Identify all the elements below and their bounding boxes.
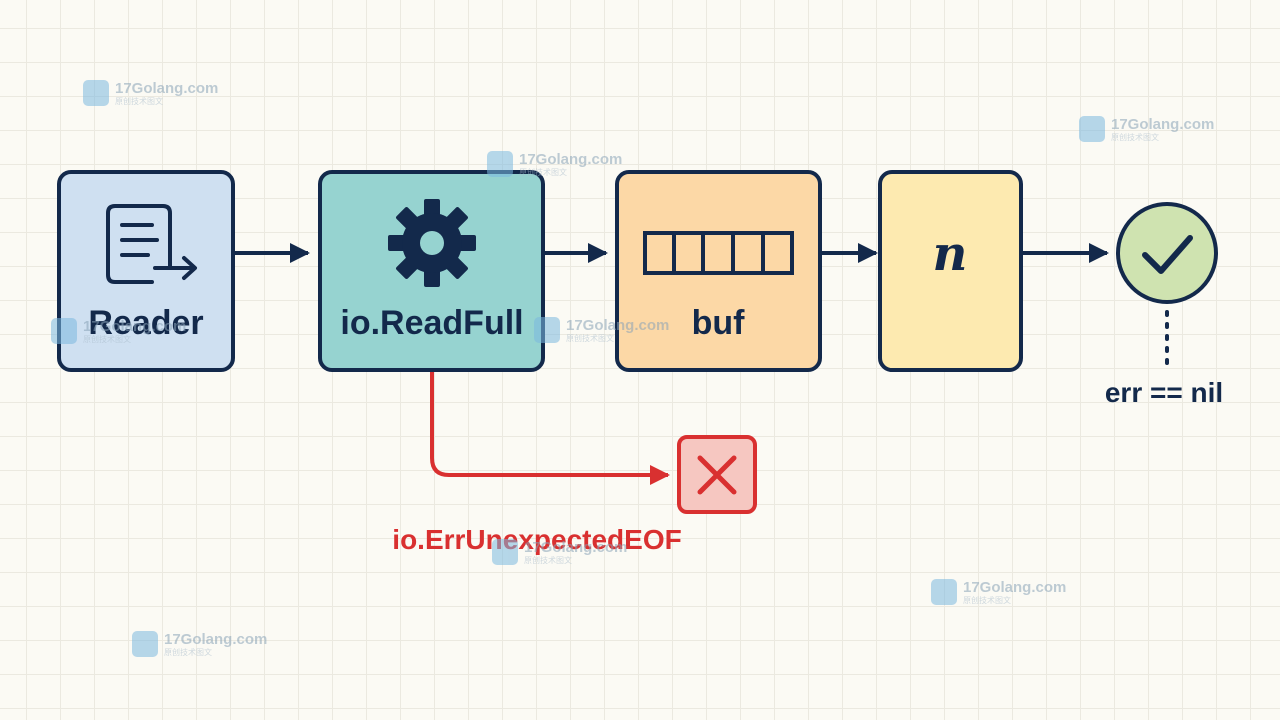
node-buf-label: buf	[692, 304, 746, 342]
cross-icon	[697, 455, 737, 495]
buffer-cells-icon	[643, 231, 794, 275]
edge-readfull-to-error	[430, 372, 670, 485]
node-n: n	[878, 170, 1023, 372]
node-n-box	[878, 170, 1023, 372]
node-buf: buf	[615, 170, 822, 372]
node-readfull-label: io.ReadFull	[340, 304, 523, 342]
check-icon	[1142, 235, 1193, 274]
node-n-label: n	[933, 226, 968, 282]
node-readfull: io.ReadFull	[318, 170, 545, 372]
error-label: io.ErrUnexpectedEOF	[392, 524, 681, 555]
node-error	[677, 435, 757, 514]
success-label: err == nil	[1105, 377, 1223, 408]
success-circle	[1116, 202, 1218, 304]
node-reader-box	[57, 170, 235, 372]
gear-icon	[388, 199, 476, 287]
node-reader-label: Reader	[88, 304, 203, 342]
document-arrow-icon	[106, 204, 197, 284]
node-reader: Reader	[57, 170, 235, 372]
node-success	[1116, 202, 1218, 304]
